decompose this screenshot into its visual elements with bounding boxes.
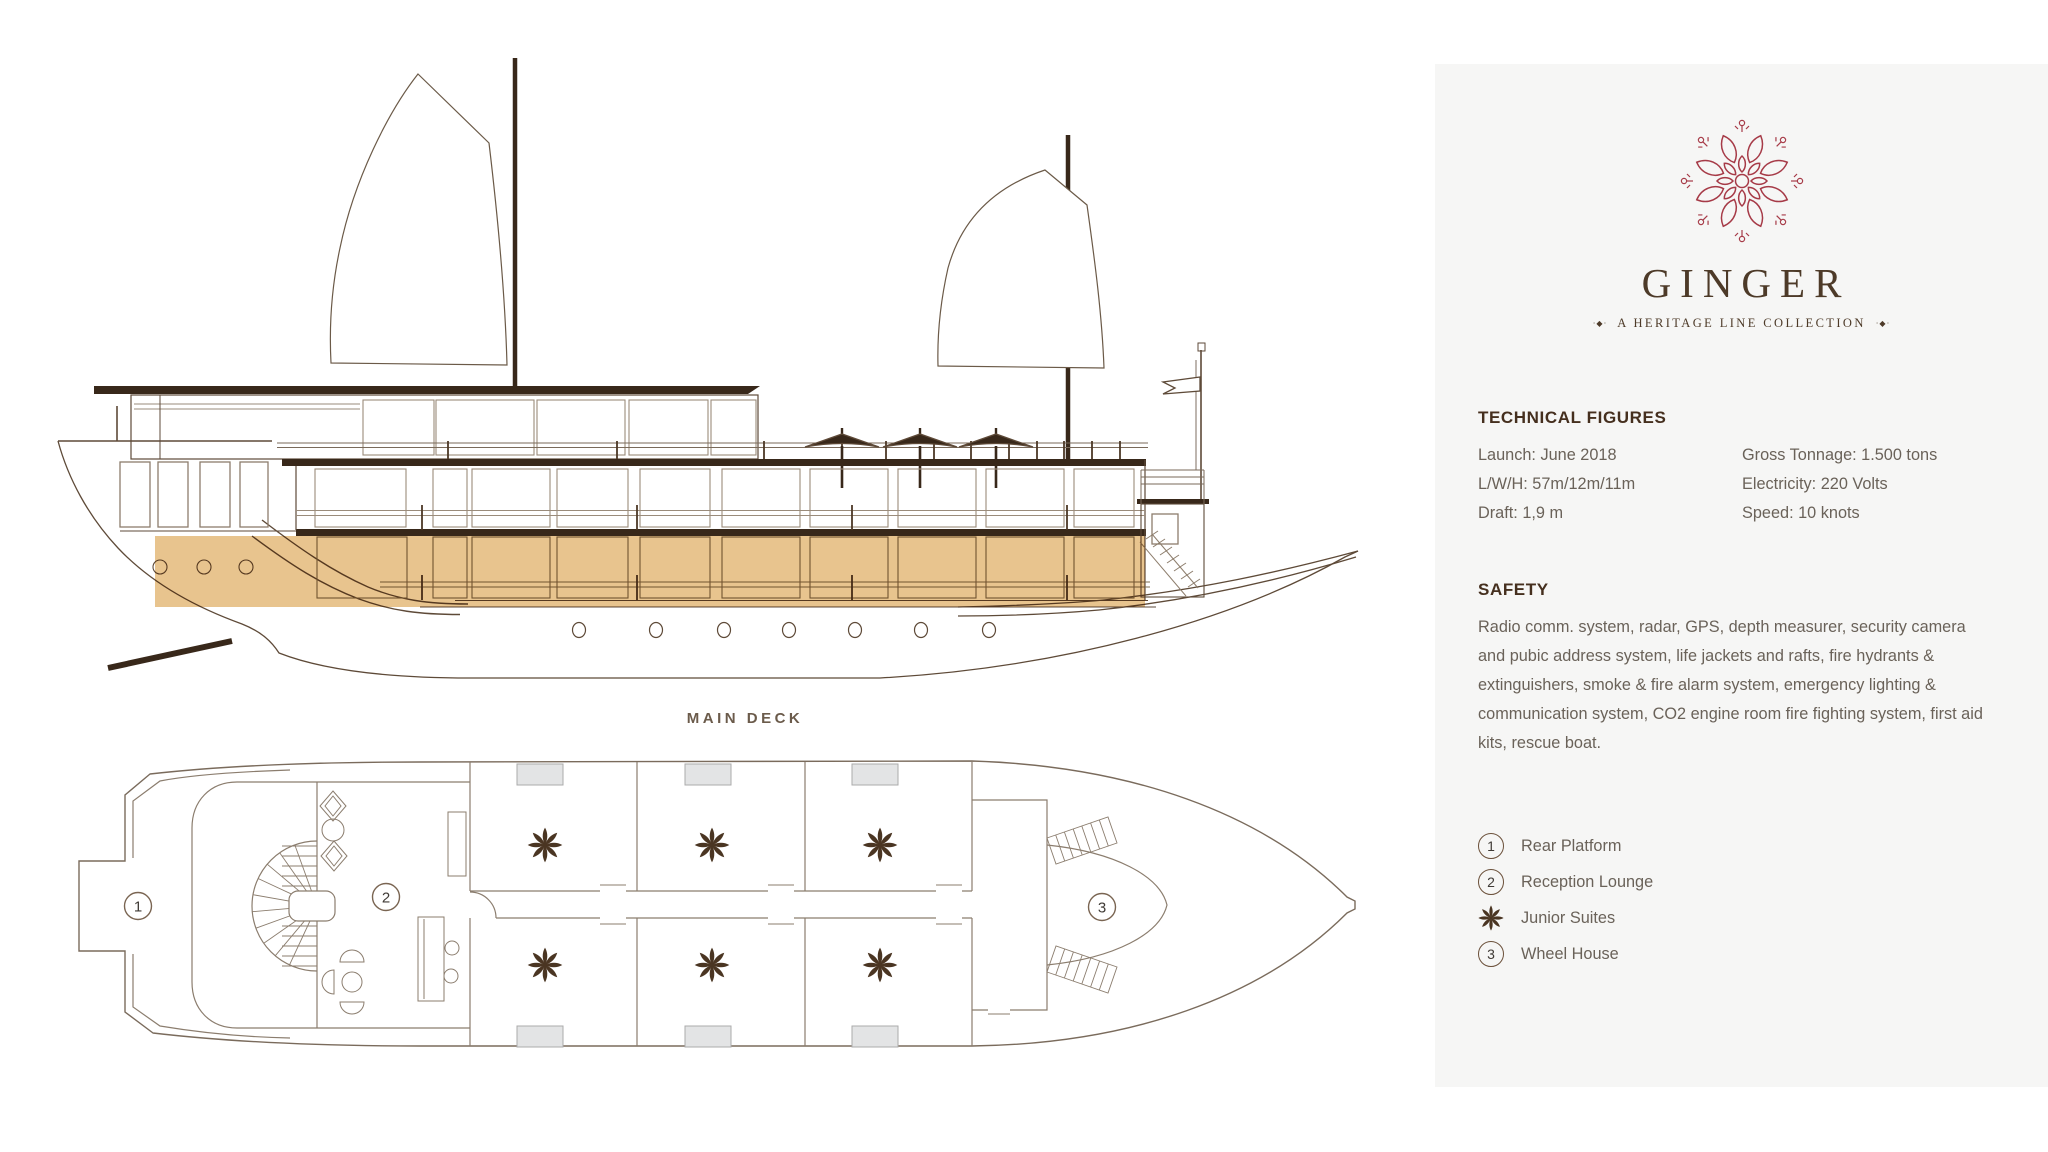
- brand-block: GINGER ·◆· A HERITAGE LINE COLLECTION ·◆…: [1435, 114, 2048, 331]
- reception-lounge-room: [191, 781, 470, 1029]
- wheelhouse-stairs: [1046, 816, 1118, 994]
- ship-side-view: [57, 58, 1359, 679]
- tagline-ornament-left-icon: ·◆·: [1592, 319, 1608, 328]
- top-deckhouse: [130, 394, 759, 460]
- legend: 1 Rear Platform 2 Reception Lounge Junio…: [1478, 828, 2003, 972]
- legend-label: Junior Suites: [1521, 908, 1616, 927]
- legend-item-rear-platform: 1 Rear Platform: [1478, 828, 2003, 864]
- deck-hull-outline: [78, 760, 1356, 1047]
- tagline-ornament-right-icon: ·◆·: [1875, 319, 1891, 328]
- legend-label: Rear Platform: [1521, 836, 1622, 855]
- brand-name: GINGER: [1641, 260, 1851, 306]
- tagline-text: A HERITAGE LINE COLLECTION: [1617, 316, 1866, 330]
- junior-suite-star-icons: [528, 828, 898, 983]
- parasol-icon: [881, 426, 959, 490]
- tech-gross-tonnage: Gross Tonnage: 1.500 tons: [1742, 446, 1938, 464]
- spiral-staircase-icon: [251, 840, 336, 972]
- pennant-flag-icon: [1160, 376, 1201, 395]
- cabin-beds: [516, 763, 899, 1048]
- tech-speed: Speed: 10 knots: [1742, 504, 1860, 522]
- tech-electricity: Electricity: 220 Volts: [1742, 475, 1888, 493]
- portholes: [571, 621, 997, 639]
- legend-item-wheel-house: 3 Wheel House: [1478, 936, 2003, 972]
- main-deck-highlight: [155, 536, 1145, 607]
- marker-reception-lounge: 2: [382, 890, 390, 907]
- hull-outline: [57, 440, 1359, 679]
- circle-number-icon: 3: [1478, 941, 1504, 967]
- legend-label: Reception Lounge: [1521, 872, 1654, 891]
- middle-deckhouse: [295, 460, 1146, 600]
- main-deck-plan: 1 2 3: [78, 760, 1356, 1048]
- circle-number-icon: 2: [1478, 869, 1504, 895]
- aft-sail: [937, 169, 1105, 369]
- deck-markers: 1 2 3: [123, 882, 1117, 922]
- bowsprit: [107, 638, 233, 671]
- top-roof-bar: [94, 386, 760, 394]
- safety-section: SAFETY Radio comm. system, radar, GPS, d…: [1478, 580, 2003, 758]
- lounge-furniture: [319, 790, 467, 1015]
- corridor: [469, 884, 972, 925]
- lotus-mandala-icon: [1680, 119, 1803, 243]
- brand-tagline: ·◆· A HERITAGE LINE COLLECTION ·◆·: [1435, 316, 2048, 331]
- info-panel: GINGER ·◆· A HERITAGE LINE COLLECTION ·◆…: [1435, 64, 2048, 1087]
- tech-lwh: L/W/H: 57m/12m/11m: [1478, 475, 1636, 493]
- star-anise-icon: [1478, 905, 1504, 931]
- wheel-house: [972, 799, 1168, 1015]
- cabin-walls: [469, 761, 973, 1046]
- marker-rear-platform: 1: [134, 899, 142, 916]
- flag-pole: [1160, 342, 1206, 502]
- aft-deckhouse: [1137, 469, 1209, 598]
- stern-stairs: [1139, 530, 1201, 597]
- tech-draft: Draft: 1,9 m: [1478, 504, 1564, 522]
- deck-plan-title: MAIN DECK: [686, 710, 804, 727]
- legend-item-junior-suites: Junior Suites: [1478, 900, 2003, 936]
- marker-wheel-house: 3: [1098, 900, 1106, 917]
- main-sail: [329, 73, 508, 366]
- safety-heading: SAFETY: [1478, 580, 1549, 599]
- legend-label: Wheel House: [1521, 944, 1619, 963]
- circle-number-icon: 1: [1478, 833, 1504, 859]
- technical-figures-section: TECHNICAL FIGURES Launch: June 2018 Gros…: [1478, 408, 2003, 528]
- tech-launch: Launch: June 2018: [1478, 446, 1617, 464]
- legend-item-reception-lounge: 2 Reception Lounge: [1478, 864, 2003, 900]
- ship-illustration: 1 2 3: [57, 58, 1359, 1048]
- technical-figures-heading: TECHNICAL FIGURES: [1478, 408, 1667, 427]
- parasol-icon: [803, 426, 881, 490]
- safety-body: Radio comm. system, radar, GPS, depth me…: [1478, 618, 1983, 752]
